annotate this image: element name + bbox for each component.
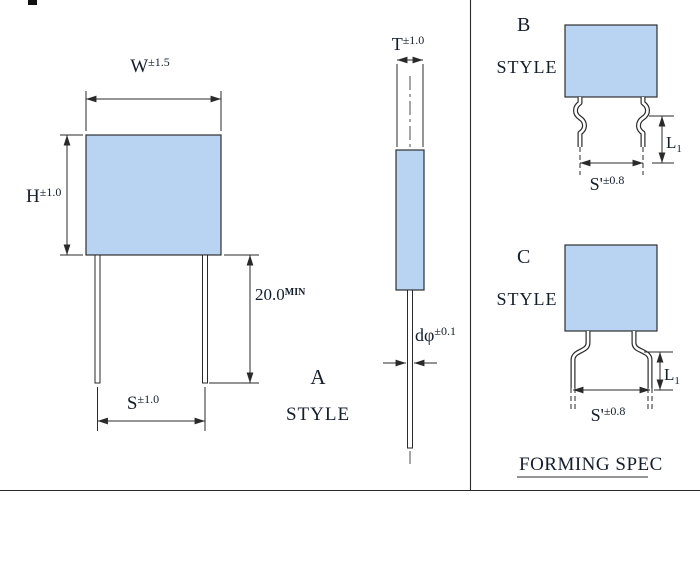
capacitor-body-style-c bbox=[564, 244, 658, 332]
formed-spacing-label-c: S'±0.8 bbox=[591, 404, 626, 425]
dim-lead-diameter: dφ±0.1 bbox=[383, 324, 456, 367]
dim-width: W±1.5 bbox=[85, 55, 222, 131]
forming-spec-label: FORMING SPEC bbox=[519, 454, 663, 475]
style-b-view: B STYLE S'±0.8 L1 bbox=[497, 14, 682, 194]
front-view: W±1.5 H±1.0 20.0MIN S±1 bbox=[26, 55, 350, 431]
dim-lead-length: 20.0MIN bbox=[209, 254, 306, 384]
dim-formed-spacing-b: S'±0.8 bbox=[580, 159, 643, 194]
style-b-word: STYLE bbox=[497, 57, 558, 77]
crimped-lead-right-core bbox=[637, 97, 649, 147]
capacitor-body-style-b bbox=[564, 24, 658, 98]
dim-thickness bbox=[396, 56, 424, 147]
crimped-lead-left-core bbox=[574, 97, 586, 147]
dim-l1-c: L1 bbox=[644, 351, 680, 391]
forming-spec-heading: FORMING SPEC bbox=[517, 454, 663, 478]
formed-lead-right-core bbox=[632, 331, 652, 388]
formed-spacing-label-b: S'±0.8 bbox=[590, 173, 625, 194]
style-c-letter: C bbox=[517, 246, 530, 268]
lead-side bbox=[407, 289, 413, 449]
dim-height: H±1.0 bbox=[26, 134, 83, 256]
lead-right bbox=[202, 254, 208, 384]
side-view: T±1.0 dφ±0.1 bbox=[383, 33, 456, 464]
lead-diameter-label: dφ±0.1 bbox=[415, 324, 456, 345]
l1-label-c: L1 bbox=[664, 365, 680, 387]
lead-left bbox=[94, 254, 101, 384]
height-label: H±1.0 bbox=[26, 185, 61, 207]
capacitor-body-front bbox=[85, 134, 222, 256]
l1-label-b: L1 bbox=[666, 133, 682, 155]
dim-formed-spacing-c: S'±0.8 bbox=[573, 386, 650, 425]
spacing-label: S±1.0 bbox=[127, 392, 159, 414]
thickness-label: T±1.0 bbox=[392, 33, 425, 54]
style-a-word: STYLE bbox=[286, 404, 350, 425]
style-c-word: STYLE bbox=[497, 289, 558, 309]
capacitor-body-side bbox=[395, 149, 425, 291]
style-b-letter: B bbox=[517, 14, 530, 36]
formed-lead-right bbox=[631, 331, 653, 388]
lead-length-label: 20.0MIN bbox=[255, 285, 306, 304]
dim-lead-spacing: S±1.0 bbox=[97, 387, 206, 431]
formed-lead-left-core bbox=[571, 331, 590, 388]
width-label: W±1.5 bbox=[130, 55, 170, 77]
dim-l1-b: L1 bbox=[649, 115, 682, 164]
corner-mark bbox=[28, 0, 37, 5]
formed-lead-left bbox=[570, 331, 591, 388]
style-c-view: C STYLE S'±0.8 L1 bbox=[497, 244, 680, 425]
style-a-letter: A bbox=[310, 365, 326, 389]
